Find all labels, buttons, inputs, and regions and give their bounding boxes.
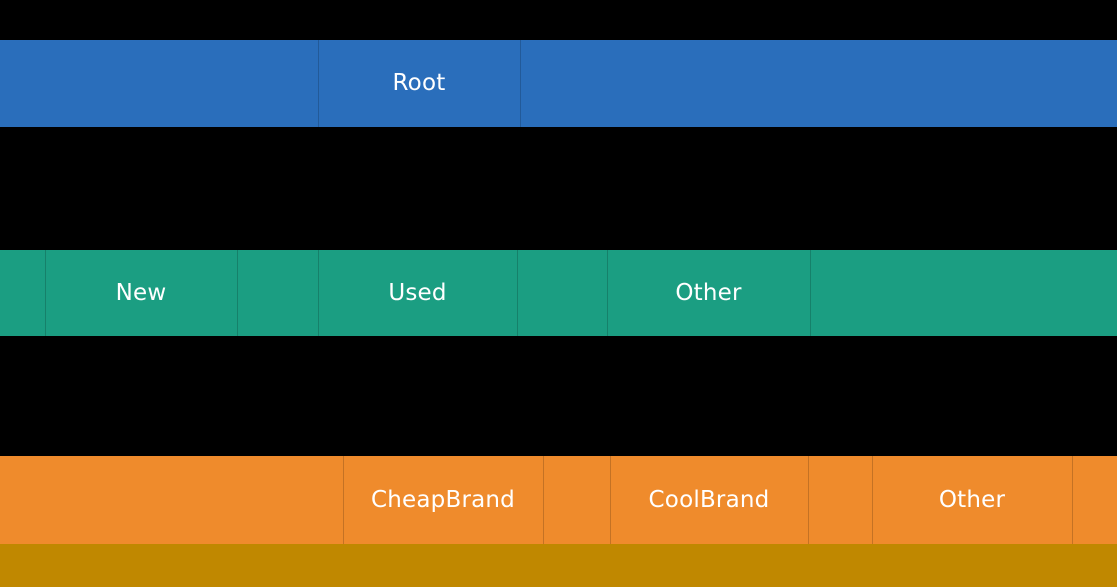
node-label: Root [392,70,446,96]
node-separator [872,456,873,544]
node-leaf-band[interactable] [0,544,1117,587]
node-separator [610,456,611,544]
node-label: CoolBrand [648,486,770,513]
node-separator [318,40,319,127]
node-separator [607,250,608,336]
node-condition-gap-1[interactable] [237,250,318,336]
node-condition-gap-2[interactable] [517,250,607,336]
node-root[interactable]: Root [318,40,520,127]
chart-level-condition: New Used Other [0,250,1117,336]
node-coolbrand[interactable]: CoolBrand [610,456,808,544]
node-label: CheapBrand [371,486,515,513]
node-separator [45,250,46,336]
node-used[interactable]: Used [318,250,517,336]
node-separator [520,40,521,127]
node-separator [1072,456,1073,544]
node-separator [808,456,809,544]
node-separator [810,250,811,336]
node-condition-other[interactable]: Other [607,250,810,336]
node-new[interactable]: New [45,250,237,336]
node-brand-gap-2[interactable] [808,456,872,544]
node-label: New [115,279,167,306]
node-root-right[interactable] [520,40,1117,127]
node-brand-pad-left[interactable] [0,456,343,544]
node-condition-pad-left[interactable] [0,250,45,336]
node-condition-pad-right[interactable] [810,250,1117,336]
node-cheapbrand[interactable]: CheapBrand [343,456,543,544]
node-separator [237,250,238,336]
chart-level-leaf [0,544,1117,587]
chart-level-root: Root [0,40,1117,127]
node-separator [543,456,544,544]
node-separator [343,456,344,544]
chart-level-brand: CheapBrand CoolBrand Other [0,456,1117,544]
node-separator [318,250,319,336]
node-label: Other [938,486,1006,513]
node-root-left[interactable] [0,40,318,127]
node-brand-pad-right[interactable] [1072,456,1117,544]
node-brand-other[interactable]: Other [872,456,1072,544]
node-label: Used [388,279,447,306]
node-label: Other [675,279,742,306]
node-brand-gap-1[interactable] [543,456,610,544]
node-separator [517,250,518,336]
